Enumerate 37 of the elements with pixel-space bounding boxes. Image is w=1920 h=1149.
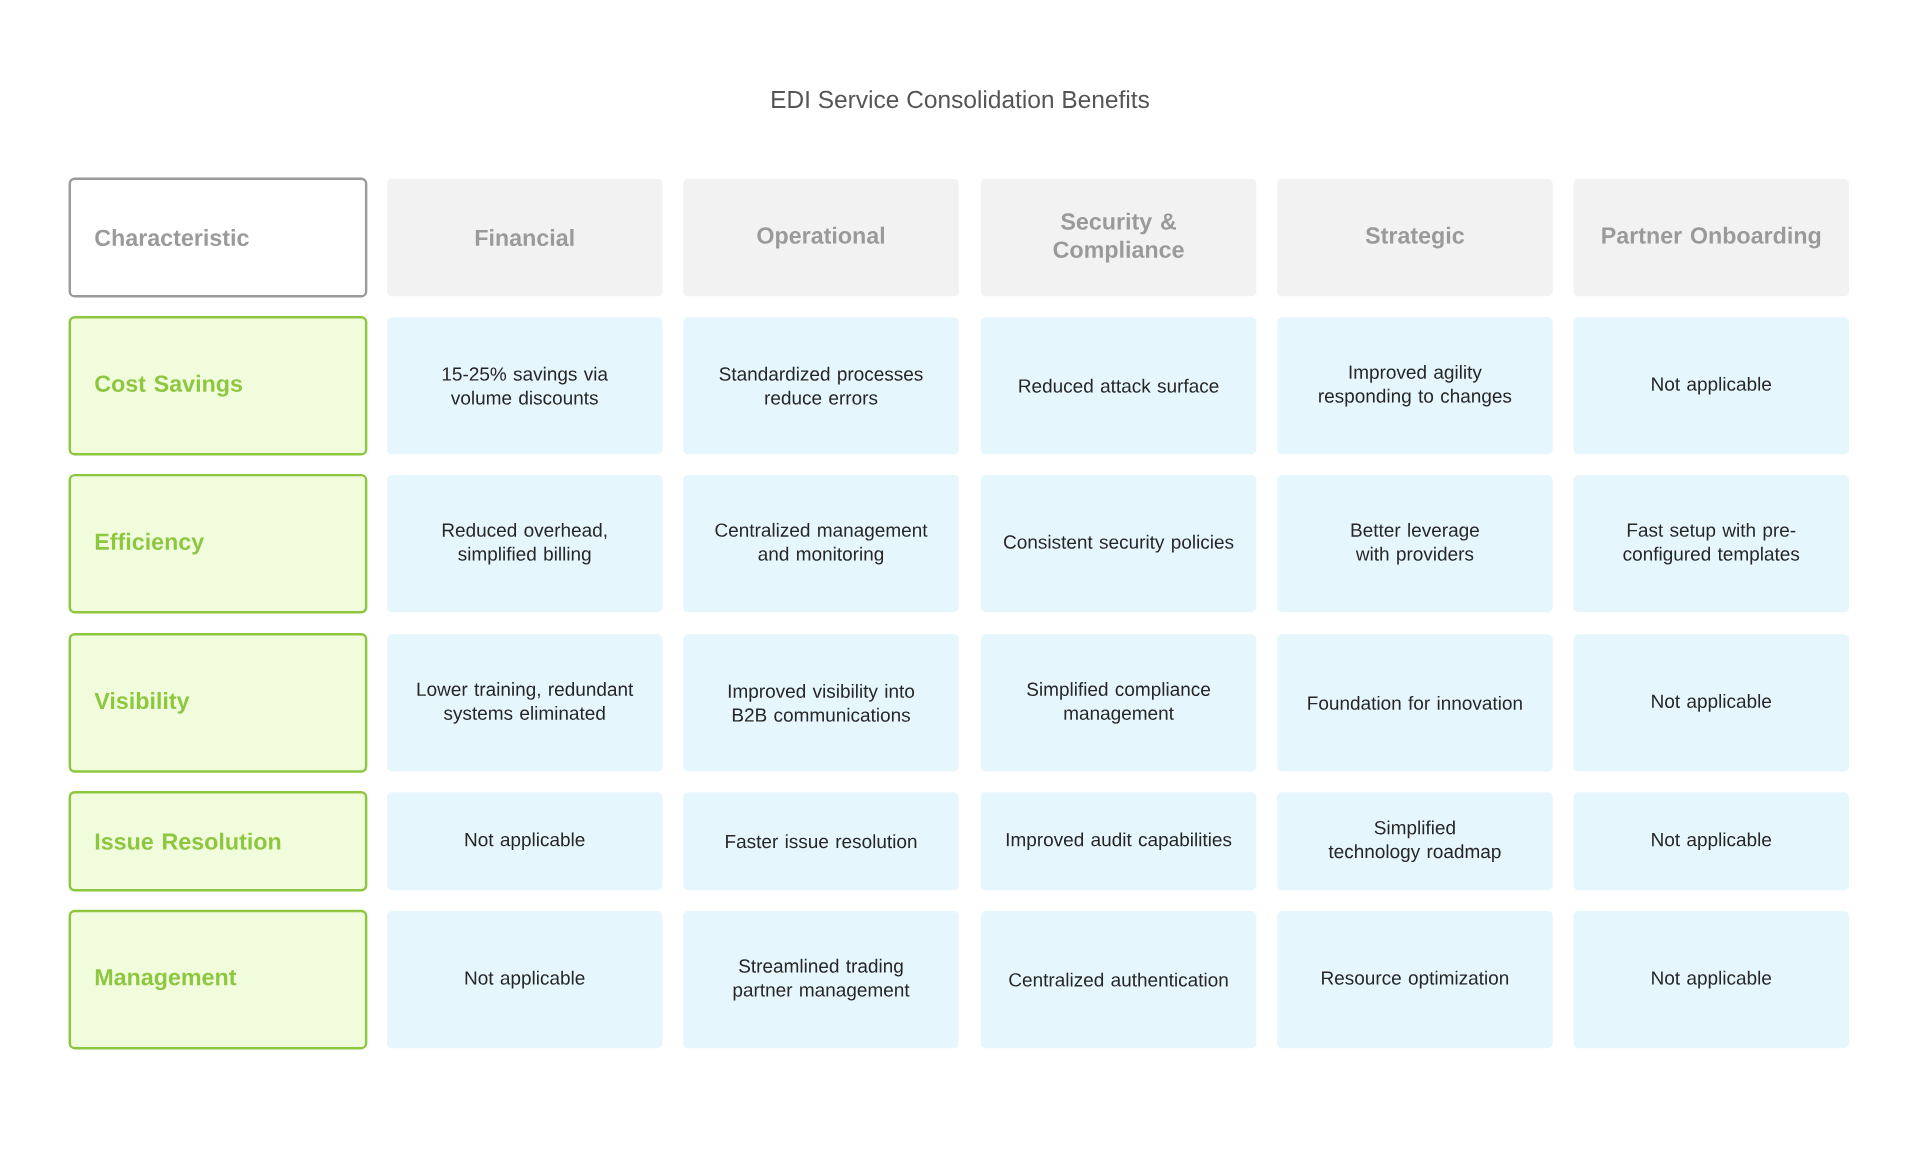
table-cell: Not applicable (1573, 911, 1849, 1049)
table-cell: 15-25% savings via volume discounts (386, 317, 663, 455)
table-cell: Not applicable (1573, 634, 1849, 772)
table-cell: Not applicable (1573, 317, 1849, 455)
table-cell: Resource optimization (1277, 911, 1553, 1049)
row-header-cell: Efficiency (68, 474, 368, 614)
row-header-cell: Cost Savings (68, 316, 368, 456)
header-cell: Characteristic (68, 177, 368, 298)
table-cell: Faster issue resolution (683, 792, 959, 891)
header-cell: Operational (683, 179, 959, 297)
table-cell: Streamlined trading partner management (683, 911, 959, 1049)
table-cell: Lower training, redundant systems eliminated (386, 634, 663, 772)
table-cell: Not applicable (386, 792, 663, 891)
row-header-cell: Visibility (68, 633, 368, 773)
table-cell: Reduced attack surface (980, 317, 1257, 455)
table-cell: Reduced overhead, simplified billing (386, 475, 663, 613)
table-cell: Fast setup with pre-configured templates (1573, 475, 1849, 613)
table-cell: Foundation for innovation (1277, 634, 1553, 772)
table-cell: Improved visibility into B2B communications (683, 634, 959, 772)
table-cell: Not applicable (386, 911, 663, 1049)
table-cell: Simplified compliance management (980, 634, 1257, 772)
header-cell: Partner Onboarding (1573, 179, 1849, 297)
header-cell: Strategic (1277, 179, 1553, 297)
table-cell: Improved audit capabilities (980, 792, 1257, 891)
row-header-cell: Issue Resolution (68, 791, 368, 892)
table-cell: Centralized management and monitoring (683, 475, 959, 613)
title: EDI Service Consolidation Benefits (772, 90, 1149, 109)
table-cell: Not applicable (1573, 792, 1849, 891)
table-cell: Standardized processes reduce errors (683, 317, 959, 455)
table-cell: Improved agility responding to changes (1277, 317, 1553, 455)
table-cell: Simplified technology roadmap (1277, 792, 1553, 891)
header-cell: Financial (386, 179, 663, 297)
row-header-cell: Management (68, 910, 368, 1050)
header-cell: Security & Compliance (980, 179, 1257, 297)
table-cell: Consistent security policies (980, 475, 1257, 613)
table-cell: Centralized authentication (980, 911, 1257, 1049)
table-cell: Better leverage with providers (1277, 475, 1553, 613)
